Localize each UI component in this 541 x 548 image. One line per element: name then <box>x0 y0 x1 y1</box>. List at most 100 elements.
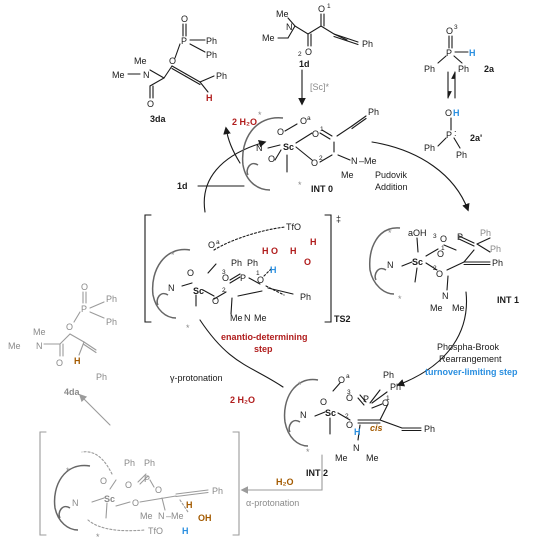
4da-me-1: Me <box>33 327 46 337</box>
int1-n: N <box>387 260 394 270</box>
alpha-o-2: O <box>132 498 139 508</box>
ts2-oh: O <box>304 257 311 267</box>
alpha-protonation-complex: Ph Ph P O O Sc O N O Ph N Me –Me H OH Tf… <box>39 431 240 542</box>
alpha-o-1: O <box>155 485 162 495</box>
alpha-me-2: –Me <box>166 511 184 521</box>
ts2-o2-sup: 2 <box>222 287 226 294</box>
alpha-protonation-label: α-protonation <box>246 498 299 508</box>
int1-n-amide: N <box>442 291 449 301</box>
rearrangement-label: Rearrangement <box>439 354 502 364</box>
int0-star-1: * <box>258 110 262 120</box>
catalytic-cycle-arrows <box>78 69 470 494</box>
4da-ph-2: Ph <box>106 317 117 327</box>
int1-me-1: Me <box>430 303 443 313</box>
int1-o3: O <box>440 234 447 244</box>
ts2-ph-1: Ph <box>231 258 242 268</box>
alpha-p: P <box>144 474 150 484</box>
3da-me-2: Me <box>112 70 125 80</box>
alpha-h-blue: H <box>182 526 189 536</box>
sc-catalyst-label: [Sc]* <box>310 82 330 92</box>
2a-prime-ph-left: Ph <box>424 143 435 153</box>
int2-n-amide: N <box>353 443 360 453</box>
int2-me-1: Me <box>335 453 348 463</box>
3da-ph-3: Ph <box>216 71 227 81</box>
alpha-o-p: O <box>125 480 132 490</box>
turnover-label: turnover-limiting step <box>425 367 518 377</box>
1d-ph: Ph <box>362 39 373 49</box>
int2-ph-3: Ph <box>424 424 435 434</box>
ts2-star-1: * <box>171 250 175 260</box>
int0-o2-sup: 2 <box>319 155 323 162</box>
compound-2a-prime: O H P : Ph Ph 2a' <box>424 108 482 160</box>
alpha-sc: Sc <box>104 494 115 504</box>
int0-oa: O <box>300 116 307 126</box>
1d-me-left: Me <box>262 33 275 43</box>
4da-n: N <box>36 341 43 351</box>
ts2-o2: O <box>212 296 219 306</box>
int2-me-2: Me <box>366 453 379 463</box>
alpha-ph-3: Ph <box>212 486 223 496</box>
int1-o2-sup: 2 <box>433 265 437 272</box>
3da-ph-1: Ph <box>206 36 217 46</box>
int0-o-a: O <box>277 127 284 137</box>
int2-o2-sup: 2 <box>345 413 349 420</box>
alpha-oh: OH <box>198 513 212 523</box>
phospha-brook-label: Phospha-Brook <box>437 342 500 352</box>
1d-n: N <box>286 22 293 32</box>
ts2-star-2: * <box>186 323 190 333</box>
int1-star-2: * <box>398 294 402 304</box>
2a-prime-o: O <box>445 108 452 118</box>
2a-prime-label: 2a' <box>470 133 482 143</box>
int0-ph: Ph <box>368 107 379 117</box>
ts2-p: P <box>240 273 246 283</box>
ts2-complex: TfO O a Ph Ph O 3 P O 1 H H O H H O Sc O… <box>144 214 351 354</box>
int2-label: INT 2 <box>306 468 328 478</box>
3da-h: H <box>206 93 213 103</box>
int2-sc: Sc <box>325 408 336 418</box>
gamma-protonation-arrow <box>199 319 284 388</box>
int2-o-a: O <box>320 397 327 407</box>
ts2-sc: Sc <box>193 286 204 296</box>
int1-ph-3: Ph <box>492 258 503 268</box>
alpha-ph-1: Ph <box>124 458 135 468</box>
pudovik-label: Pudovik <box>375 170 408 180</box>
3da-n: N <box>143 70 150 80</box>
int2-o2: O <box>346 420 353 430</box>
ts2-h-red-3: H <box>310 237 317 247</box>
alpha-o-a: O <box>100 476 107 486</box>
addition-label: Addition <box>375 182 408 192</box>
int2-o3-sup: 3 <box>347 389 351 396</box>
phospha-brook-arrow <box>396 291 468 387</box>
alpha-n: N <box>72 498 79 508</box>
int2-o3: O <box>346 393 353 403</box>
int0-o2: O <box>311 158 318 168</box>
2a-o: O <box>446 26 453 36</box>
int1-o3-sup: 3 <box>433 233 437 240</box>
int0-o1-sup: 1 <box>320 126 324 133</box>
int2-ph-2: Ph <box>390 382 401 392</box>
int0-sc: Sc <box>283 142 294 152</box>
int2-oa: O <box>338 375 345 385</box>
2a-prime-dots: : <box>454 128 457 138</box>
water-2-bottom: 2 H₂O <box>230 395 255 405</box>
3da-o-top: O <box>181 14 188 24</box>
2a-prime-ph-right: Ph <box>456 150 467 160</box>
release-3da-arrow <box>223 126 241 164</box>
int2-star-2: * <box>306 447 310 457</box>
int0-oa-sup: a <box>307 115 311 122</box>
alpha-n-amide: N <box>158 511 165 521</box>
ts2-me-2: Me <box>254 313 267 323</box>
alpha-me-1: Me <box>140 511 153 521</box>
1d-o2: O <box>305 47 312 57</box>
4da-me-2: Me <box>8 341 21 351</box>
int1-me-2: Me <box>452 303 465 313</box>
compound-4da: O P O Ph Ph Me Me N O H Ph 4da <box>8 282 117 397</box>
4da-h: H <box>74 356 81 366</box>
pudovik-addition-arrow <box>371 141 470 212</box>
4da-ph-1: Ph <box>106 294 117 304</box>
int0-n-amide: N <box>351 156 358 166</box>
to-4da-arrow <box>78 393 111 426</box>
int2-star-1: * <box>298 380 302 390</box>
ts2-h-red-1: H <box>262 246 269 256</box>
